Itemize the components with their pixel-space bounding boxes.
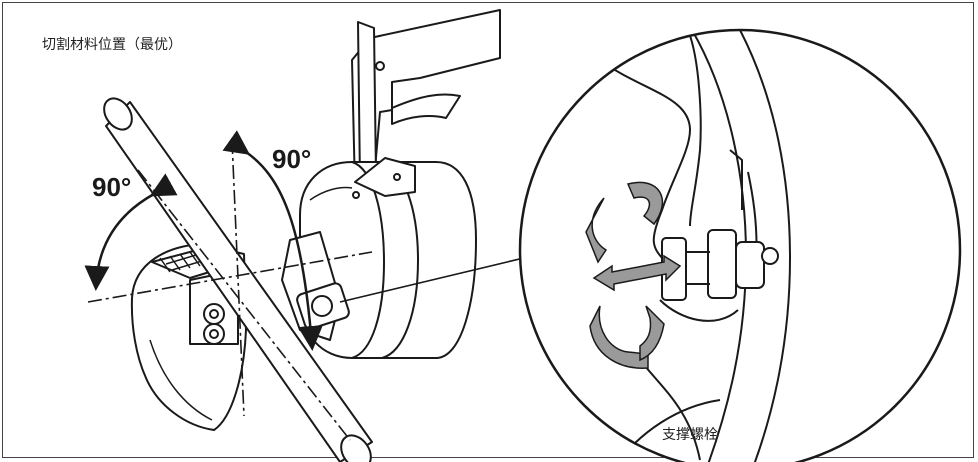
tool-handle [351, 9, 501, 191]
angle-label-left: 90° [92, 172, 132, 202]
detail-leader-line [339, 255, 533, 303]
angle-arrows [84, 130, 323, 351]
support-bolt-label: 支撑螺栓 [662, 427, 718, 443]
angle-label-right: 90° [272, 144, 312, 174]
rotate-arrow-top [585, 181, 664, 264]
title-label: 切割材料位置（最优） [42, 37, 182, 53]
double-arrow-horizontal [592, 254, 682, 292]
rotate-arrow-bottom [589, 305, 665, 369]
detail-magnifier [518, 28, 962, 462]
